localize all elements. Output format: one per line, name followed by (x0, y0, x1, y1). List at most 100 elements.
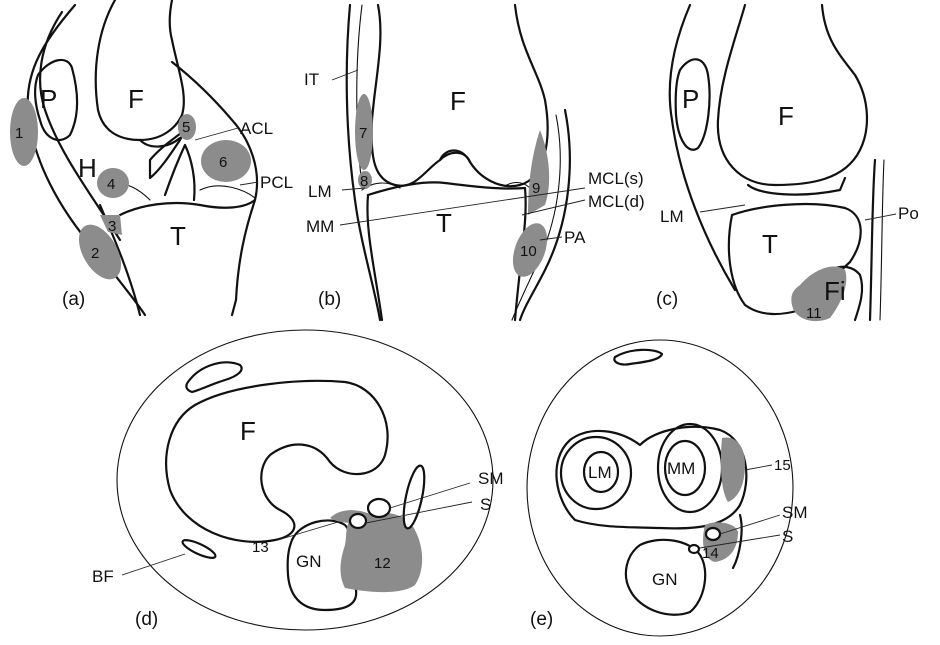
label-mcl-s: MCL(s) (588, 169, 644, 188)
region-label-7: 7 (359, 125, 367, 142)
leader-bf (121, 553, 186, 576)
region-label-4: 4 (107, 176, 115, 193)
leader-lm-c (699, 204, 746, 213)
leader-13 (277, 521, 339, 541)
semimembranosus-d (366, 497, 392, 519)
semimembranosus-e (704, 526, 722, 542)
anterior-outline-c (668, 3, 737, 292)
tendon-e (731, 513, 743, 570)
label-tibia-a: T (170, 221, 186, 251)
skin-inner-outline-a (39, 10, 122, 242)
limb-outline-d (116, 329, 494, 631)
pcl-a (163, 143, 196, 202)
label-lm-b: LM (308, 182, 332, 201)
leader-s-d (365, 501, 473, 524)
label-gn-d: GN (296, 552, 322, 571)
label-femur-d: F (240, 416, 256, 446)
label-s-e: S (782, 527, 793, 546)
label-tibia-c: T (762, 229, 778, 259)
femur-d (165, 379, 389, 543)
region-label-12: 12 (374, 555, 391, 572)
label-lm-c: LM (660, 207, 684, 226)
lateral-meniscus-inner-e (582, 450, 620, 494)
panel-label-a: (a) (62, 289, 85, 310)
biceps-femoris-d (181, 539, 217, 559)
menisci-a (109, 183, 256, 201)
posterior-capsule-a (170, 60, 259, 202)
leader-it (331, 69, 359, 81)
region-3 (100, 215, 122, 235)
femur-c (716, 3, 868, 187)
leader-mcl-d (521, 199, 586, 216)
panel-b: IT F LM MM T MCL(s) MCL(d) PA 7 8 9 10 (… (304, 3, 645, 322)
panel-label-d: (d) (135, 609, 158, 630)
skin-outline-a (26, 3, 147, 317)
label-sm-d: SM (478, 469, 504, 488)
femur-condyle-a (138, 136, 182, 148)
label-lm-e: LM (588, 463, 612, 482)
panel-label-e: (e) (530, 609, 553, 630)
medial-soft-tissue-b (518, 108, 571, 322)
medial-meniscus-inner-e (663, 439, 707, 497)
lateral-meniscus-c (746, 176, 847, 196)
region-4 (97, 168, 129, 198)
label-tibia-b: T (436, 208, 452, 238)
panel-a: P F H T ACL PCL 1 2 3 4 5 6 (a) (10, 0, 293, 317)
panel-label-c: (c) (656, 289, 678, 310)
leader-lm (341, 187, 366, 191)
leader-pa (539, 236, 563, 241)
tibial-plateau-e (555, 425, 748, 530)
region-label-5: 5 (182, 119, 190, 136)
tibia-lateral-b (366, 193, 384, 322)
label-patella-c: P (682, 84, 699, 114)
region-2 (78, 224, 122, 280)
patella-c (674, 58, 711, 151)
region-12 (340, 512, 423, 593)
patella-a (34, 58, 79, 142)
region-9 (528, 130, 550, 215)
region-label-3: 3 (108, 218, 116, 235)
label-pcl: PCL (260, 173, 293, 192)
leader-15 (744, 464, 773, 471)
region-6 (201, 140, 251, 182)
label-mm-e: MM (667, 459, 695, 478)
label-patella-a: P (40, 84, 57, 114)
label-gn-e: GN (652, 570, 678, 589)
tibia-a (118, 198, 257, 317)
region-label-15: 15 (774, 457, 791, 474)
panel-d: F SM S BF GN 12 13 (d) (92, 329, 504, 631)
tibia-b (366, 181, 527, 322)
label-bf: BF (92, 567, 114, 586)
region-label-2: 2 (91, 245, 99, 262)
label-hoffa-a: H (78, 153, 97, 183)
limb-outline-e (526, 339, 794, 637)
region-7 (355, 94, 373, 170)
patella-d (185, 361, 243, 394)
leader-pcl (239, 181, 259, 186)
leader-sm-e (719, 514, 781, 535)
tendon-d (402, 464, 426, 530)
sartorius-e (687, 543, 701, 555)
region-11 (791, 266, 847, 322)
label-mcl-d: MCL(d) (588, 192, 645, 211)
region-label-10: 10 (520, 243, 537, 260)
panel-label-b: (b) (318, 289, 341, 310)
region-label-9: 9 (532, 180, 540, 197)
popliteus-outline-c (868, 158, 877, 322)
region-label-13: 13 (252, 539, 269, 556)
acl-a (148, 128, 187, 180)
gastrocnemius-e (624, 538, 707, 616)
region-label-11: 11 (806, 305, 822, 322)
leader-po (864, 213, 897, 221)
patella-tendon-e (613, 348, 664, 366)
region-label-6: 6 (219, 154, 227, 171)
sartorius-d (348, 512, 368, 530)
region-8 (358, 171, 372, 189)
leader-acl (194, 127, 239, 141)
femur-a (94, 0, 185, 142)
label-po: Po (898, 204, 919, 223)
label-femur-b: F (450, 86, 466, 116)
femur-notch-b (438, 149, 472, 164)
label-fibula-c: Fi (824, 276, 846, 306)
region-15 (720, 437, 745, 502)
